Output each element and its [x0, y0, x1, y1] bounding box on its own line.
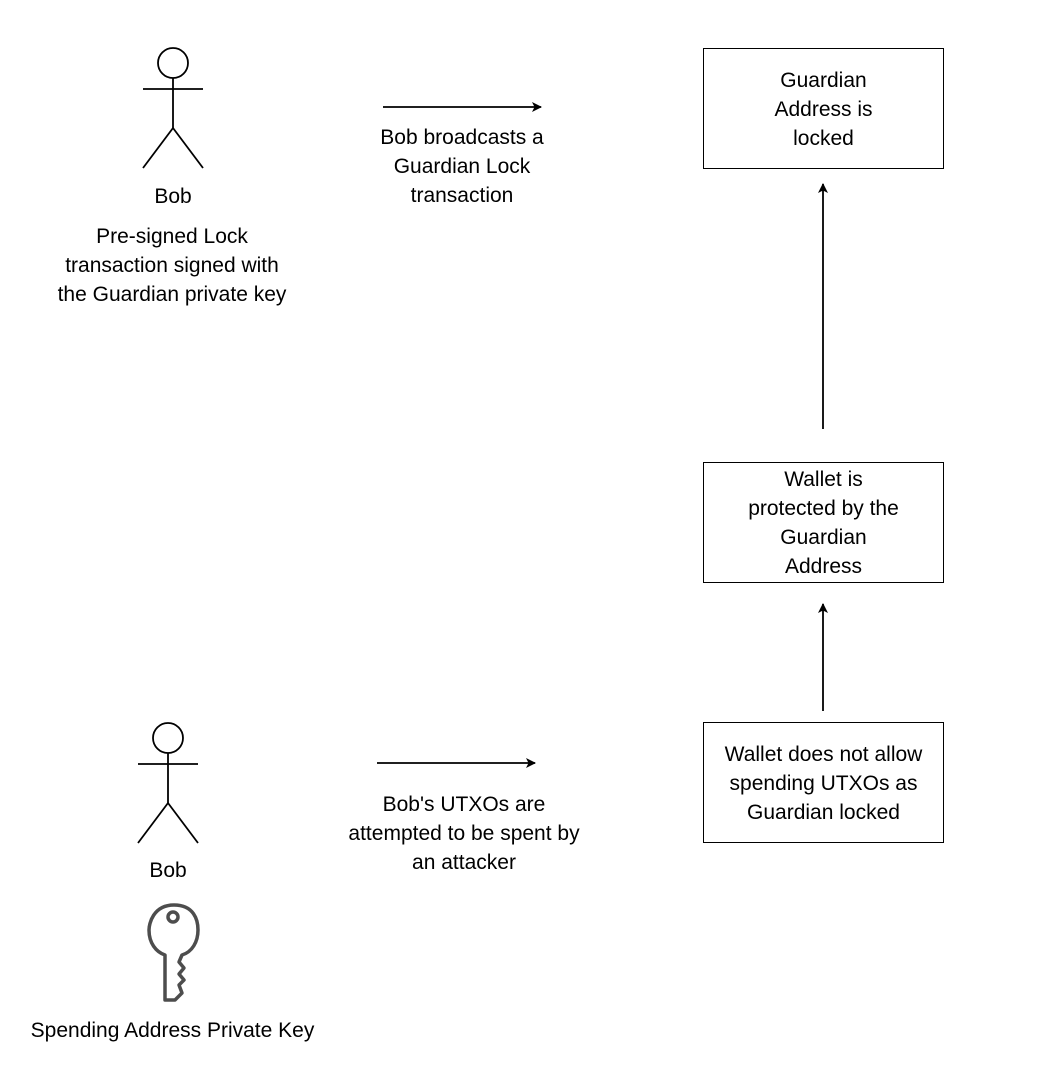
box-wallet-protected-text: Wallet is protected by the Guardian Addr…: [748, 468, 899, 578]
key-icon: [147, 903, 200, 1002]
key-label: Spending Address Private Key: [30, 1019, 315, 1042]
actor-top-name: Bob: [154, 185, 192, 208]
box-wallet-disallow: Wallet does not allow spending UTXOs as …: [703, 722, 944, 843]
box-wallet-protected: Wallet is protected by the Guardian Addr…: [703, 462, 944, 583]
box-wallet-disallow-text: Wallet does not allow spending UTXOs as …: [724, 743, 923, 824]
person-icon: [142, 47, 204, 169]
actor-top-note: Pre-signed Lock transaction signed with …: [57, 225, 287, 306]
actor-bottom-name: Bob: [149, 859, 187, 882]
box-guardian-locked-text: Guardian Address is locked: [774, 69, 873, 150]
person-icon: [137, 722, 199, 844]
edge-label-broadcast: Bob broadcasts a Guardian Lock transacti…: [380, 126, 544, 207]
box-guardian-locked: Guardian Address is locked: [703, 48, 944, 169]
edge-label-attack: Bob's UTXOs are attempted to be spent by…: [348, 793, 580, 874]
